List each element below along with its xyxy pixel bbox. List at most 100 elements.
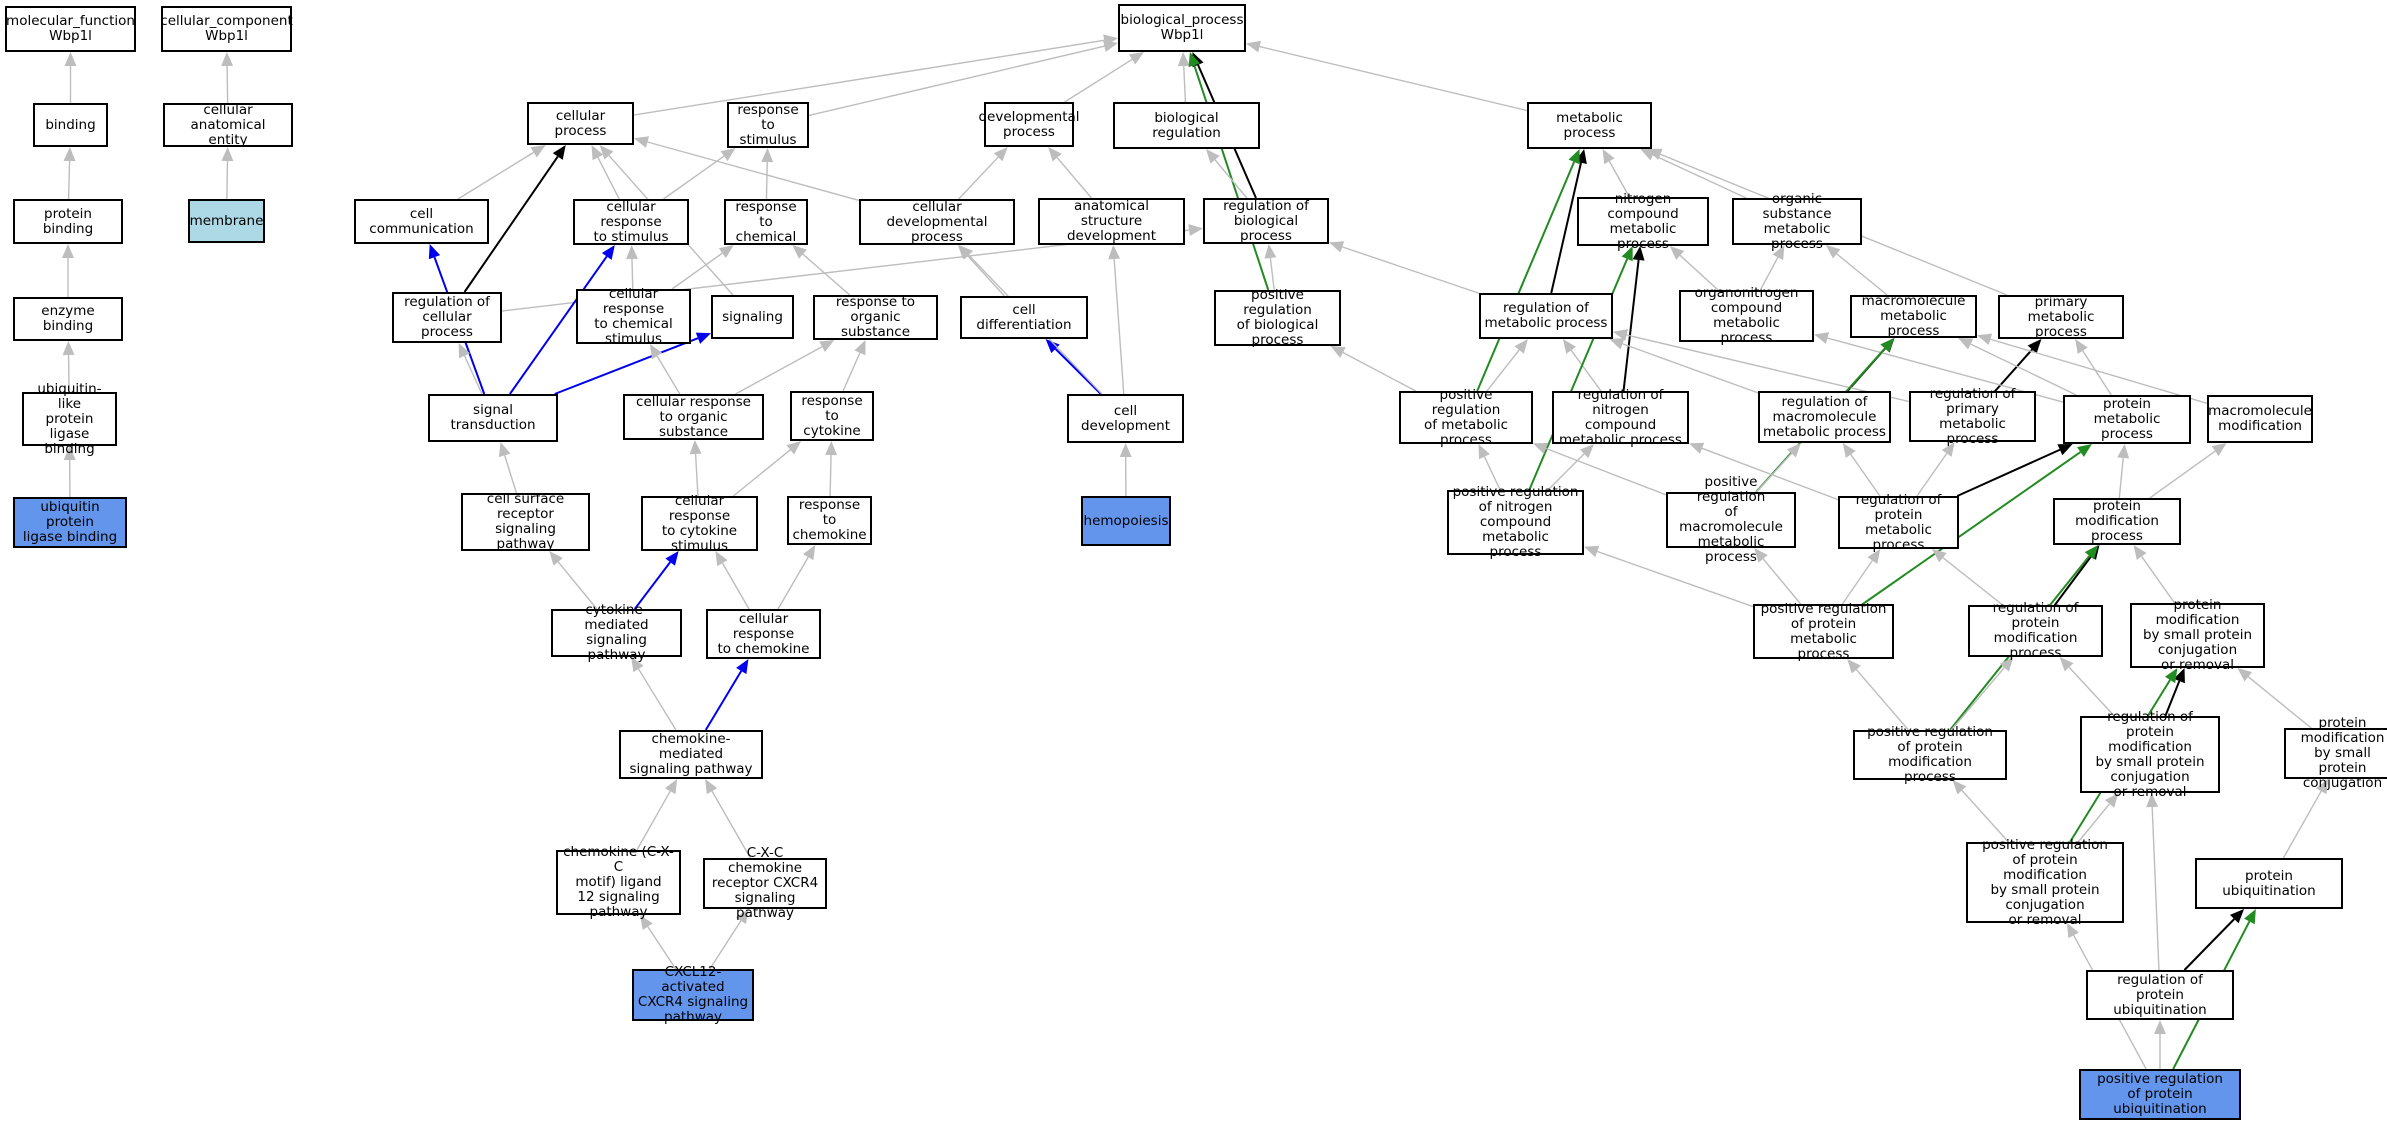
go-term-node-cellrespchemo[interactable]: cellular response to chemokine (706, 609, 821, 659)
go-term-label: regulation of metabolic process (1484, 300, 1608, 331)
go-term-node-cellrespstim[interactable]: cellular response to stimulus (573, 199, 689, 245)
go-term-node-protmodsmall[interactable]: protein modification by small protein co… (2130, 598, 2265, 673)
edge-arrowhead (1609, 338, 1625, 350)
edge-arrowhead (1514, 339, 1528, 354)
go-term-node-respchem[interactable]: response to chemical (724, 199, 808, 245)
go-term-node-protmet[interactable]: protein metabolic process (2063, 395, 2191, 444)
edge-arrowhead (1045, 339, 1060, 354)
edge-bioreg-to-bp (1183, 65, 1187, 103)
go-term-node-cae[interactable]: cellular anatomical entity (163, 102, 293, 147)
edge-arrowhead (1787, 443, 1801, 458)
go-term-node-macmet[interactable]: macromolecule metabolic process (1850, 294, 1977, 339)
go-term-node-cellresporg[interactable]: cellular response to organic substance (623, 394, 764, 440)
go-term-node-posregmac[interactable]: positive regulation of macromolecule met… (1666, 475, 1796, 565)
go-term-node-posregprotubiq[interactable]: positive regulation of protein ubiquitin… (2079, 1069, 2241, 1120)
go-term-node-nitmet[interactable]: nitrogen compound metabolic process (1577, 191, 1709, 251)
edge-arrowhead (599, 145, 614, 160)
edge-arrowhead (458, 343, 470, 359)
go-term-node-resporg[interactable]: response to organic substance (813, 295, 938, 340)
go-term-node-regprotmet[interactable]: regulation of protein metabolic process (1838, 492, 1959, 552)
go-term-node-cellsurf[interactable]: cell surface receptor signaling pathway (461, 491, 590, 552)
go-term-node-bioreg[interactable]: biological regulation (1113, 102, 1260, 149)
go-term-node-cc[interactable]: cellular_component Wbp1l (160, 6, 293, 52)
go-term-node-metproc[interactable]: metabolic process (1527, 102, 1652, 149)
go-term-node-regprotmodsmall[interactable]: regulation of protein modification by sm… (2080, 709, 2220, 799)
go-term-node-cytomed[interactable]: cytokine-mediated signaling pathway (551, 603, 682, 663)
go-term-node-protmodconj[interactable]: protein modification by small protein co… (2284, 716, 2387, 791)
go-term-node-orgsubmet[interactable]: organic substance metabolic process (1732, 191, 1862, 251)
go-term-node-membrane[interactable]: membrane (188, 199, 265, 243)
edge-regprotmod-to-protmod (2054, 555, 2092, 606)
go-term-node-cxcl12act[interactable]: CXCL12-activated CXCR4 signaling pathway (632, 965, 754, 1025)
go-term-node-mf[interactable]: molecular_function Wbp1l (5, 6, 136, 52)
go-term-node-regbio[interactable]: regulation of biological process (1203, 198, 1329, 244)
go-term-node-regprotmod[interactable]: regulation of protein modification proce… (1968, 601, 2103, 661)
go-term-node-posregnit[interactable]: positive regulation of nitrogen compound… (1447, 485, 1584, 560)
go-term-node-respcyto[interactable]: response to cytokine (790, 391, 874, 441)
go-term-node-cellrespcyto[interactable]: cellular response to cytokine stimulus (641, 493, 758, 553)
go-term-node-regprotubiq[interactable]: regulation of protein ubiquitination (2086, 970, 2234, 1020)
edge-arrowhead (2133, 545, 2147, 560)
go-term-node-celldiff[interactable]: cell differentiation (960, 296, 1088, 339)
edge-arrowhead (1613, 329, 1629, 341)
go-term-node-sigtrans[interactable]: signal transduction (428, 394, 558, 442)
go-term-node-posregbio[interactable]: positive regulation of biological proces… (1214, 288, 1341, 348)
go-term-node-cellcomm[interactable]: cell communication (354, 199, 489, 244)
edge-cxcl12act-to-cxcr4path (709, 920, 742, 970)
go-term-node-celldevproc[interactable]: cellular developmental process (859, 199, 1015, 245)
go-term-node-devproc[interactable]: developmental process (978, 102, 1080, 147)
edge-arrowhead (2315, 779, 2329, 795)
go-term-node-regmacmet[interactable]: regulation of macromolecule metabolic pr… (1758, 391, 1891, 443)
go-term-label: response to stimulus (737, 101, 799, 148)
edge-arrowhead (720, 148, 736, 161)
edge-arrowhead (2211, 443, 2227, 457)
go-term-node-primmet[interactable]: primary metabolic process (1998, 294, 2124, 339)
go-term-node-cellproc[interactable]: cellular process (527, 102, 634, 145)
edge-protmod-to-protmet (2118, 457, 2124, 499)
go-term-label: cell surface receptor signaling pathway (486, 491, 565, 552)
go-term-node-regmet[interactable]: regulation of metabolic process (1479, 293, 1613, 339)
go-term-node-bp[interactable]: biological_process Wbp1l (1118, 4, 1246, 52)
go-term-node-signaling[interactable]: signaling (711, 295, 794, 339)
go-term-node-posregprotmodsmall[interactable]: positive regulation of protein modificat… (1966, 837, 2124, 927)
go-term-node-respstim[interactable]: response to stimulus (727, 102, 809, 148)
edge-protmod-to-macmod (2149, 450, 2216, 499)
edge-cellcomm-to-cellproc (457, 151, 535, 200)
go-term-label: positive regulation of protein modificat… (1867, 724, 1993, 785)
edge-arrowhead (1188, 224, 1203, 237)
edge-regprotmet-to-regprimmet (1916, 453, 1948, 497)
go-term-label: protein modification by small protein co… (2142, 597, 2253, 673)
edge-chemomed-to-cellrespchemo (704, 670, 743, 731)
go-term-node-posregprotmod[interactable]: positive regulation of protein modificat… (1853, 725, 2007, 785)
go-term-label: protein modification by small protein co… (2300, 715, 2385, 791)
go-term-node-ubbind[interactable]: ubiquitin protein ligase binding (13, 497, 127, 548)
go-term-node-cellrespchem[interactable]: cellular response to chemical stimulus (576, 286, 691, 346)
go-term-node-cxcr4path[interactable]: C-X-C chemokine receptor CXCR4 signaling… (703, 846, 827, 921)
edge-arrowhead (1568, 149, 1580, 165)
edge-arrowhead (221, 147, 234, 162)
go-term-node-regprimmet[interactable]: regulation of primary metabolic process (1909, 386, 2036, 446)
go-term-node-protubiq[interactable]: protein ubiquitination (2195, 858, 2343, 909)
go-term-node-protmod[interactable]: protein modification process (2053, 498, 2181, 545)
go-term-node-enzbind[interactable]: enzyme binding (13, 297, 123, 341)
go-term-node-posregmet[interactable]: positive regulation of metabolic process (1399, 387, 1533, 447)
go-term-node-binding[interactable]: binding (33, 103, 108, 147)
go-term-label: enzyme binding (41, 303, 95, 334)
go-term-node-ublbind[interactable]: ubiquitin-like protein ligase binding (22, 381, 117, 456)
go-term-node-respchemo[interactable]: response to chemokine (787, 496, 872, 545)
go-term-node-orgnitmet[interactable]: organonitrogen compound metabolic proces… (1679, 286, 1814, 346)
edge-macmod-to-macmet (1990, 338, 2208, 404)
go-term-node-regcell[interactable]: regulation of cellular process (392, 292, 502, 343)
edge-respstim-to-bp (808, 45, 1105, 117)
go-term-node-celldev[interactable]: cell development (1067, 394, 1184, 443)
edge-regprotubiq-to-protubiq (2183, 918, 2236, 971)
go-term-node-regnitmet[interactable]: regulation of nitrogen compound metaboli… (1552, 387, 1689, 447)
go-term-node-macmod[interactable]: macromolecule modification (2207, 395, 2313, 443)
go-term-node-hemo[interactable]: hemopoiesis (1081, 496, 1171, 546)
go-term-node-anatdev[interactable]: anatomical structure development (1038, 198, 1185, 245)
go-term-node-chemomed[interactable]: chemokine-mediated signaling pathway (619, 730, 763, 779)
go-term-node-cxcl12lig[interactable]: chemokine (C-X-C motif) ligand 12 signal… (556, 845, 681, 920)
go-term-node-posregprotmet[interactable]: positive regulation of protein metabolic… (1753, 601, 1894, 661)
go-term-label: regulation of protein ubiquitination (2113, 971, 2207, 1018)
go-term-node-protbind[interactable]: protein binding (13, 199, 123, 244)
